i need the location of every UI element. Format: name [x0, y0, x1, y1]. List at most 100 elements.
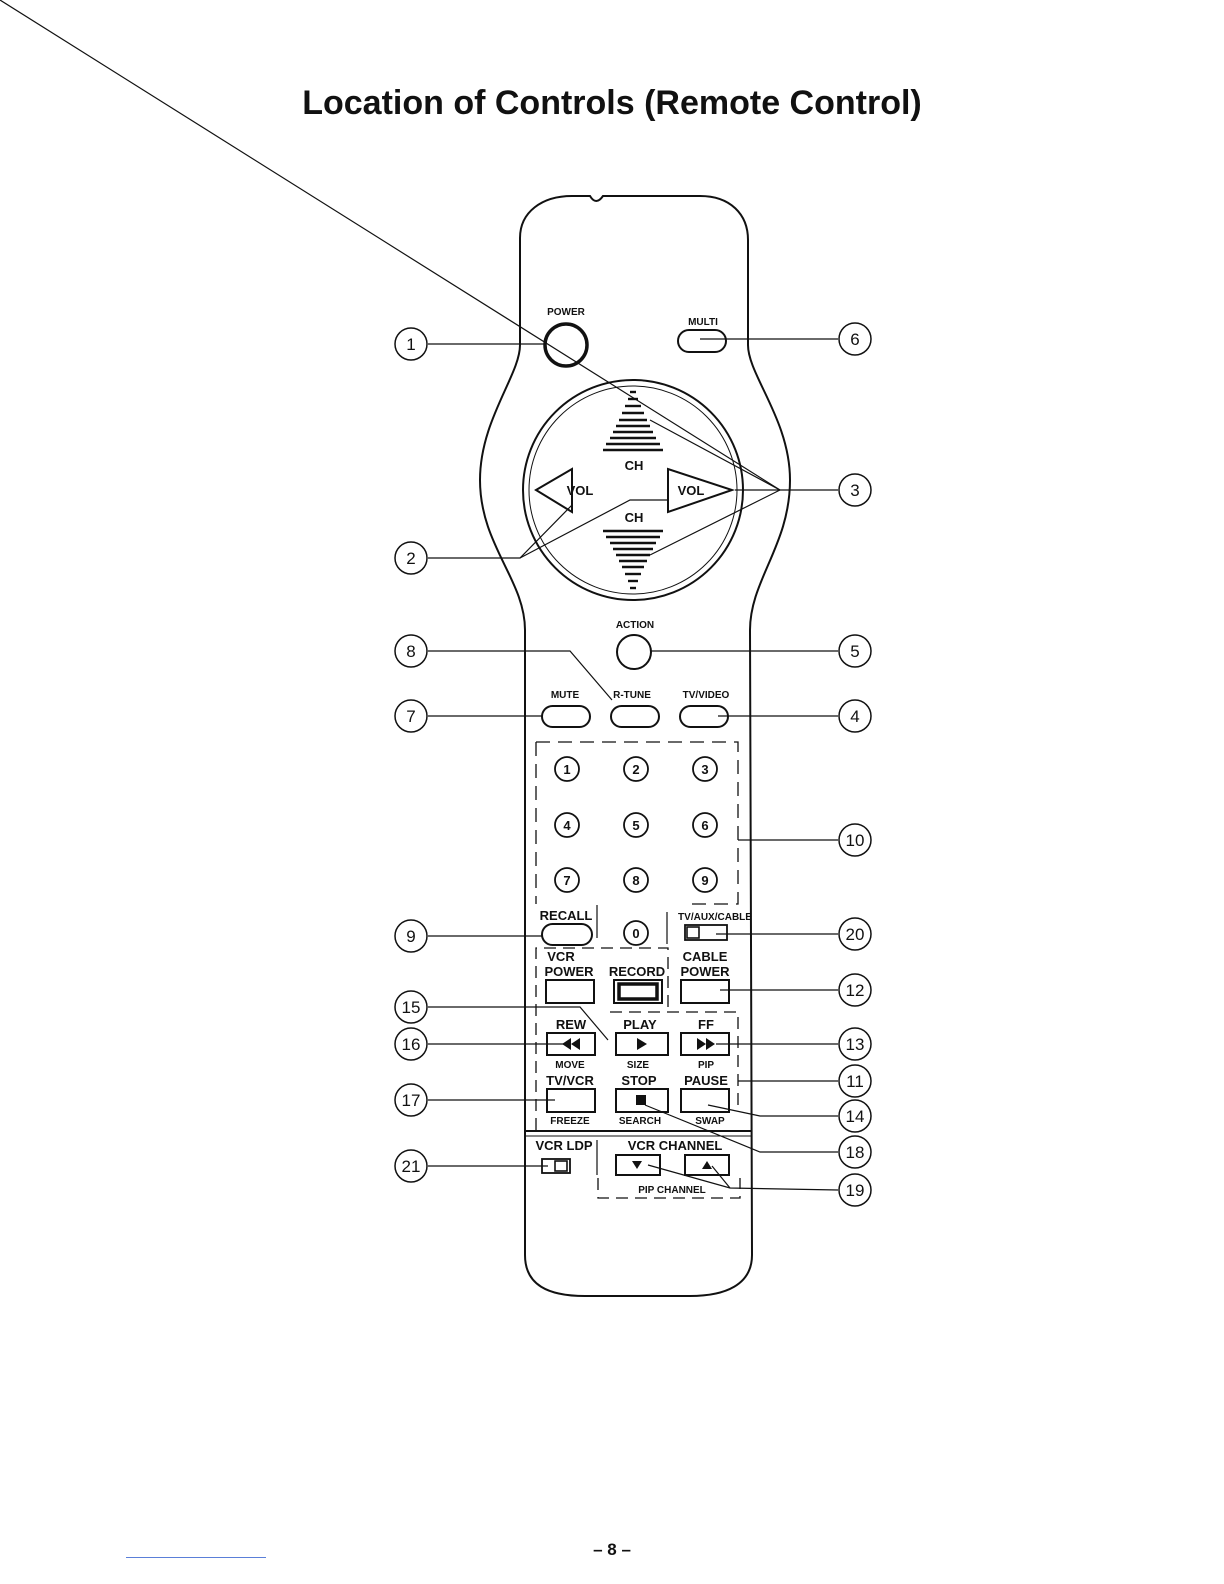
- vol-up-button[interactable]: [667, 467, 736, 514]
- callout-20-label: 20: [846, 925, 865, 944]
- callout-18-label: 18: [846, 1143, 865, 1162]
- action-label: ACTION: [616, 620, 654, 631]
- fast-forward-icon: [697, 1038, 715, 1050]
- play-button[interactable]: [615, 1032, 669, 1056]
- callout-8-label: 8: [406, 642, 415, 661]
- callout-11: [838, 1064, 872, 1098]
- key-8-button[interactable]: [623, 867, 649, 893]
- vol-down-button[interactable]: [534, 467, 573, 514]
- callout-15: [394, 990, 428, 1024]
- vcr-ldp-switch-knob: [554, 1160, 568, 1172]
- key-5-label: 5: [632, 818, 639, 833]
- vcr-bracket: [535, 947, 669, 1130]
- callout-16: [394, 1027, 428, 1061]
- pause-button[interactable]: [680, 1088, 730, 1113]
- callout-2-label: 2: [406, 549, 415, 568]
- ff-label: FF: [698, 1017, 714, 1032]
- mute-button[interactable]: [541, 705, 591, 728]
- vcr-power-label: POWER: [544, 964, 594, 979]
- ch-down-label: CH: [625, 510, 644, 525]
- keypad: 1 2 3 4 5 6 7 8 9 0: [554, 756, 718, 946]
- channel-up-icon: [702, 1161, 712, 1169]
- tv-aux-cable-switch[interactable]: [684, 924, 728, 941]
- action-button[interactable]: [616, 634, 652, 670]
- r-tune-button[interactable]: [610, 705, 660, 728]
- callout-21-label: 21: [402, 1157, 421, 1176]
- callout-4: [838, 699, 872, 733]
- callouts: 1 2 3 4 5 6 7 8 9 10 11 12 13 14 15 16 1: [394, 322, 872, 1207]
- callout-9-label: 9: [406, 927, 415, 946]
- recall-button[interactable]: [541, 923, 593, 946]
- vol-up-label: VOL: [678, 483, 705, 498]
- callout-18: [838, 1135, 872, 1169]
- tv-aux-cable-label: TV/AUX/CABLE: [678, 912, 752, 923]
- callout-5-label: 5: [850, 642, 859, 661]
- keypad-bracket: [535, 741, 739, 905]
- tv-vcr-label: TV/VCR: [546, 1073, 594, 1088]
- callout-13: [838, 1027, 872, 1061]
- multi-button[interactable]: [677, 329, 727, 353]
- key-6-label: 6: [701, 818, 708, 833]
- callout-20: [838, 917, 872, 951]
- play-label: PLAY: [623, 1017, 657, 1032]
- footer-rule: [126, 1557, 266, 1558]
- stop-label: STOP: [621, 1073, 656, 1088]
- play-icon: [637, 1038, 647, 1050]
- record-button[interactable]: [613, 979, 663, 1004]
- recall-label: RECALL: [540, 908, 593, 923]
- rewind-icon: [562, 1038, 580, 1050]
- key-0-label: 0: [632, 926, 639, 941]
- ch-up-button[interactable]: [603, 390, 663, 452]
- cable-power-label: POWER: [680, 964, 730, 979]
- key-9-button[interactable]: [692, 867, 718, 893]
- key-2-label: 2: [632, 762, 639, 777]
- key-5-button[interactable]: [623, 812, 649, 838]
- key-4-button[interactable]: [554, 812, 580, 838]
- tv-video-label: TV/VIDEO: [683, 690, 730, 701]
- callout-10-label: 10: [846, 831, 865, 850]
- power-label: POWER: [547, 307, 586, 318]
- cable-power-button[interactable]: [680, 979, 730, 1004]
- pip-channel-label: PIP CHANNEL: [638, 1185, 706, 1196]
- tv-aux-cable-switch-knob: [686, 926, 700, 939]
- r-tune-label: R-TUNE: [613, 690, 651, 701]
- ch-down-button[interactable]: [603, 529, 663, 590]
- vcr-channel-down-button[interactable]: [615, 1154, 661, 1176]
- key-6-button[interactable]: [692, 812, 718, 838]
- key-1-label: 1: [563, 762, 570, 777]
- record-label: RECORD: [609, 964, 665, 979]
- callout-3: [838, 473, 872, 507]
- callout-7: [394, 699, 428, 733]
- callout-10: [838, 823, 872, 857]
- channel-down-icon: [632, 1161, 642, 1169]
- key-8-label: 8: [632, 873, 639, 888]
- key-3-button[interactable]: [692, 756, 718, 782]
- callout-8: [394, 634, 428, 668]
- key-2-button[interactable]: [623, 756, 649, 782]
- callout-2: [394, 541, 428, 575]
- key-9-label: 9: [701, 873, 708, 888]
- multi-label: MULTI: [688, 317, 718, 328]
- key-0-button[interactable]: [623, 920, 649, 946]
- key-1-button[interactable]: [554, 756, 580, 782]
- vcr-power-button[interactable]: [545, 979, 595, 1004]
- callout-15-label: 15: [402, 998, 421, 1017]
- callout-17: [394, 1083, 428, 1117]
- key-4-label: 4: [563, 818, 571, 833]
- callout-4-label: 4: [850, 707, 859, 726]
- callout-11-label: 11: [846, 1072, 864, 1091]
- page-title: Location of Controls (Remote Control): [302, 84, 922, 122]
- vcr-channel-up-button[interactable]: [684, 1154, 730, 1176]
- stop-button[interactable]: [615, 1088, 669, 1113]
- pip-label: PIP: [698, 1060, 714, 1071]
- key-7-button[interactable]: [554, 867, 580, 893]
- callout-21: [394, 1149, 428, 1183]
- size-label: SIZE: [627, 1060, 650, 1071]
- power-button[interactable]: [543, 322, 589, 368]
- callout-6: [838, 322, 872, 356]
- move-label: MOVE: [555, 1060, 585, 1071]
- vcr-channel-label: VCR CHANNEL: [628, 1138, 723, 1153]
- callout-13-label: 13: [846, 1035, 865, 1054]
- callout-12-label: 12: [846, 981, 865, 1000]
- cable-label: CABLE: [683, 949, 728, 964]
